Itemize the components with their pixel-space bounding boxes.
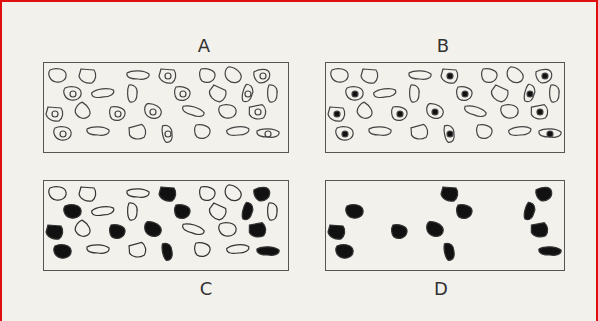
panel-letter: D (434, 280, 448, 298)
panel-letter: C (200, 280, 213, 298)
panel-letter: A (198, 37, 210, 55)
sample-panel: C (43, 180, 289, 271)
sample-panel: B (325, 62, 565, 153)
sample-panel: A (43, 62, 289, 153)
panel-letter: B (437, 37, 449, 55)
sample-panel: D (325, 180, 565, 271)
